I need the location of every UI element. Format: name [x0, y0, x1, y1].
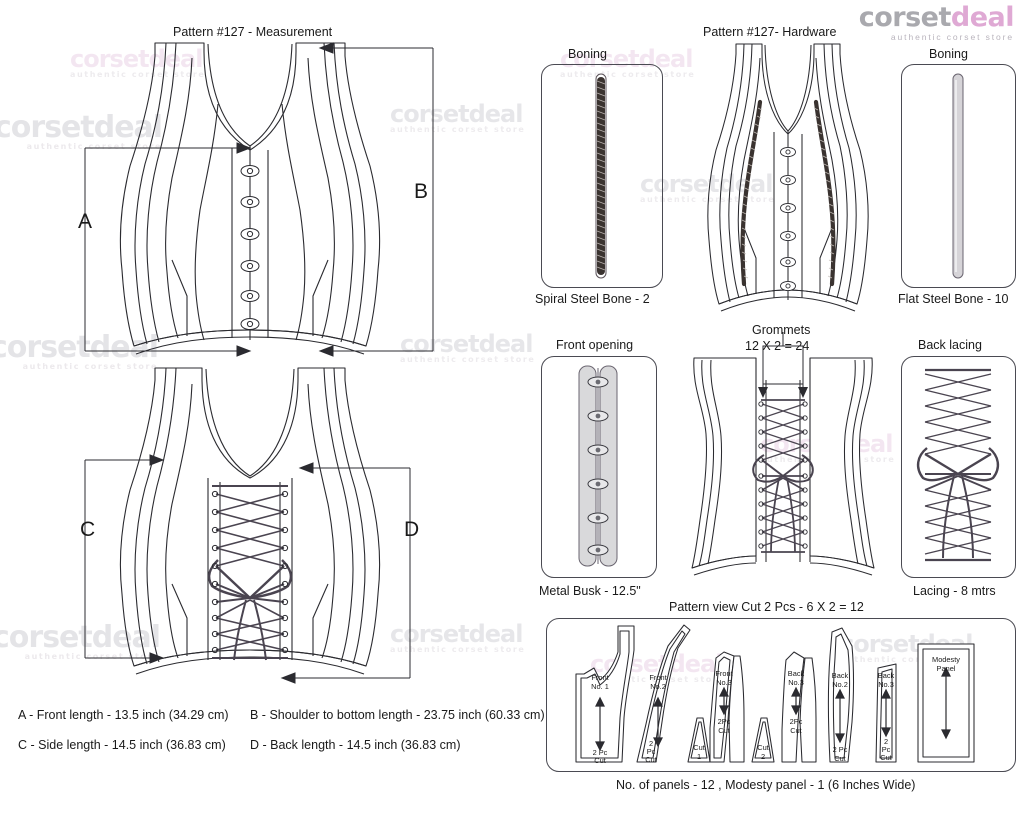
- measurement-a-text: A - Front length - 13.5 inch (34.29 cm): [18, 708, 229, 722]
- panel-front-opening: [541, 356, 657, 578]
- piece-label-front2-cut1: 2: [649, 739, 653, 748]
- piece-label-back2-name: Back: [832, 671, 849, 680]
- grommets-title: Grommets: [752, 323, 811, 337]
- piece-label-front3-no: No.3: [716, 678, 732, 687]
- panel-back-lacing: [901, 356, 1016, 578]
- dimension-label-a: A: [78, 210, 93, 233]
- piece-label-front1-name: Front: [591, 673, 608, 682]
- busk-closure-group: [587, 376, 609, 556]
- back-lacing-group: [207, 485, 293, 661]
- piece-label-back3-cut2: Cut: [790, 726, 802, 735]
- spiral-steel-bone-icon: [595, 73, 607, 279]
- caption-pattern-view: Pattern view Cut 2 Pcs - 6 X 2 = 12: [669, 600, 864, 614]
- measurement-b-text: B - Shoulder to bottom length - 23.75 in…: [250, 708, 545, 722]
- panel-boning-flat: [901, 64, 1016, 288]
- piece-label-back2-cut1: 2 Pc: [833, 745, 848, 754]
- footer-panels-note: No. of panels - 12 , Modesty panel - 1 (…: [616, 778, 916, 792]
- piece-label-front3-name: Front: [715, 669, 732, 678]
- grommet-group: [211, 490, 289, 654]
- piece-label-back2-no: No.2: [832, 680, 848, 689]
- logo-word-primary: corset: [858, 2, 952, 33]
- measurement-c-text: C - Side length - 14.5 inch (36.83 cm): [18, 738, 226, 752]
- piece-label-modesty-2: Panel: [937, 664, 956, 673]
- flat-steel-bone-icon: [952, 73, 964, 279]
- piece-label-small1-cut: Cut: [693, 743, 705, 752]
- piece-label-front2-cut3: Cut: [645, 755, 657, 764]
- measurement-d-text: D - Back length - 14.5 inch (36.83 cm): [250, 738, 461, 752]
- panel-pattern-pieces: [546, 618, 1016, 772]
- corset-front-measurement-diagram: [84, 42, 434, 357]
- piece-label-back3s-cut3: Cut: [880, 753, 892, 762]
- piece-label-back3-cut1: 2Pc: [790, 717, 803, 726]
- corset-front-hardware-diagram: [707, 43, 869, 312]
- dimension-label-d: D: [404, 518, 420, 541]
- piece-label-small1-num: 1: [697, 752, 701, 761]
- caption-flat-steel-bone: Flat Steel Bone - 10: [898, 292, 1009, 306]
- corset-back-measurement-diagram: [84, 367, 411, 684]
- piece-label-back3s-no: No.3: [878, 680, 894, 689]
- caption-lacing: Lacing - 8 mtrs: [913, 584, 996, 598]
- piece-label-modesty-1: Modesty: [932, 655, 960, 664]
- busk-closure-group: [240, 165, 260, 330]
- heading-measurement: Pattern #127 - Measurement: [173, 25, 333, 39]
- logo-tagline: authentic corset store: [890, 32, 1014, 42]
- lacing-detail-icon: [916, 368, 1000, 562]
- piece-label-front2-no: No.2: [650, 682, 666, 691]
- busk-closure-group: [780, 146, 796, 292]
- dimension-label-b: B: [414, 180, 429, 203]
- caption-spiral-steel-bone: Spiral Steel Bone - 2: [535, 292, 650, 306]
- piece-label-front3-cut1: 2Pc: [718, 717, 731, 726]
- piece-label-front2-name: Front: [649, 673, 666, 682]
- piece-label-front3-cut2: Cut: [718, 726, 730, 735]
- dimension-label-c: C: [80, 518, 96, 541]
- piece-label-small2-num: 2: [761, 752, 765, 761]
- corset-back-hardware-diagram: [691, 332, 875, 576]
- back-lacing-group: [752, 399, 814, 553]
- panel-title-back-lacing: Back lacing: [918, 338, 982, 352]
- piece-label-back3s-name: Back: [878, 671, 895, 680]
- piece-label-front1-cut1: 2 Pc: [593, 748, 608, 757]
- piece-label-back3s-cut2: Pc: [882, 745, 891, 754]
- grommet-group: [758, 401, 808, 549]
- panel-title-boning-spiral: Boning: [568, 47, 607, 61]
- metal-busk-icon: [578, 365, 618, 567]
- piece-label-back3-no: No.3: [788, 678, 804, 687]
- piece-label-front2-cut2: Pc: [647, 747, 656, 756]
- heading-hardware: Pattern #127- Hardware: [703, 25, 837, 39]
- caption-metal-busk: Metal Busk - 12.5": [539, 584, 641, 598]
- piece-label-back3-name: Back: [788, 669, 805, 678]
- piece-label-small2-cut: Cut: [757, 743, 769, 752]
- panel-title-front-opening: Front opening: [556, 338, 634, 352]
- piece-label-front1-no: No. 1: [591, 682, 609, 691]
- piece-label-front1-cut2: Cut: [594, 756, 606, 765]
- piece-label-back3s-cut1: 2: [884, 737, 888, 746]
- pattern-pieces-diagram: Front No. 1 2 Pc Cut Front No.2 2 Pc Cut…: [575, 624, 975, 765]
- panel-boning-spiral: [541, 64, 663, 288]
- brand-logo: corsetdeal authentic corset store: [858, 2, 1015, 42]
- piece-label-back2-cut2: Cut: [834, 754, 846, 763]
- logo-word-accent: deal: [950, 2, 1015, 33]
- panel-title-boning-flat: Boning: [929, 47, 968, 61]
